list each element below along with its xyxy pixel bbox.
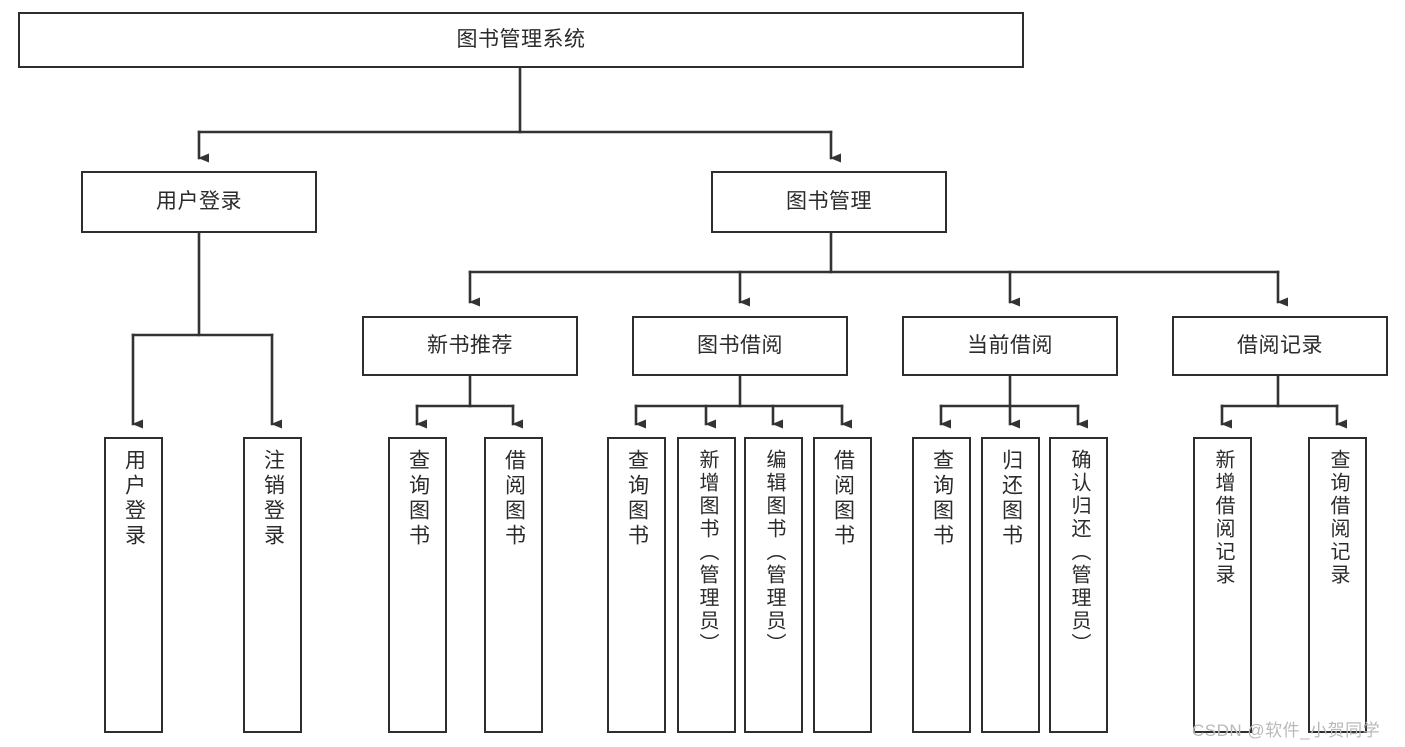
node-current-borrow[interactable]: 当前借阅 [902, 316, 1118, 376]
leaf-borrow-borrow-book[interactable]: 借阅图书 [813, 437, 872, 733]
leaf-user-login-login-label: 用户登录 [122, 449, 146, 549]
node-user-login-label: 用户登录 [156, 190, 242, 214]
leaf-current-return-book[interactable]: 归还图书 [981, 437, 1040, 733]
node-book-borrow[interactable]: 图书借阅 [632, 316, 848, 376]
leaf-record-query[interactable]: 查询借阅记录 [1308, 437, 1367, 733]
leaf-borrow-add-book-label: 新增图书（管理员） [696, 449, 718, 656]
node-current-borrow-label: 当前借阅 [967, 334, 1053, 358]
leaf-borrow-borrow-book-label: 借阅图书 [831, 449, 855, 549]
leaf-user-login-logout[interactable]: 注销登录 [243, 437, 302, 733]
leaf-current-confirm-return[interactable]: 确认归还（管理员） [1049, 437, 1108, 733]
node-root-label: 图书管理系统 [456, 28, 586, 52]
node-root[interactable]: 图书管理系统 [18, 12, 1024, 68]
leaf-borrow-add-book[interactable]: 新增图书（管理员） [677, 437, 736, 733]
node-book-management-label: 图书管理 [786, 190, 872, 214]
leaf-current-query-book-label: 查询图书 [930, 449, 954, 549]
node-user-login[interactable]: 用户登录 [81, 171, 317, 233]
leaf-borrow-edit-book[interactable]: 编辑图书（管理员） [744, 437, 803, 733]
leaf-new-book-query[interactable]: 查询图书 [388, 437, 447, 733]
node-borrow-record[interactable]: 借阅记录 [1172, 316, 1388, 376]
leaf-new-book-query-label: 查询图书 [406, 449, 430, 549]
leaf-user-login-logout-label: 注销登录 [261, 449, 285, 549]
leaf-borrow-query-book-label: 查询图书 [625, 449, 649, 549]
leaf-current-query-book[interactable]: 查询图书 [912, 437, 971, 733]
leaf-borrow-query-book[interactable]: 查询图书 [607, 437, 666, 733]
leaf-record-add-label: 新增借阅记录 [1212, 449, 1234, 587]
node-book-management[interactable]: 图书管理 [711, 171, 947, 233]
leaf-user-login-login[interactable]: 用户登录 [104, 437, 163, 733]
node-new-book-recommend-label: 新书推荐 [427, 334, 513, 358]
leaf-new-book-borrow-label: 借阅图书 [502, 449, 526, 549]
csdn-watermark: CSDN @软件_小贺同学 [1192, 721, 1381, 740]
leaf-record-query-label: 查询借阅记录 [1327, 449, 1349, 587]
leaf-current-return-book-label: 归还图书 [999, 449, 1023, 549]
leaf-new-book-borrow[interactable]: 借阅图书 [484, 437, 543, 733]
leaf-current-confirm-return-label: 确认归还（管理员） [1068, 449, 1090, 656]
node-new-book-recommend[interactable]: 新书推荐 [362, 316, 578, 376]
leaf-borrow-edit-book-label: 编辑图书（管理员） [763, 449, 785, 656]
node-book-borrow-label: 图书借阅 [697, 334, 783, 358]
node-borrow-record-label: 借阅记录 [1237, 334, 1323, 358]
leaf-record-add[interactable]: 新增借阅记录 [1193, 437, 1252, 733]
